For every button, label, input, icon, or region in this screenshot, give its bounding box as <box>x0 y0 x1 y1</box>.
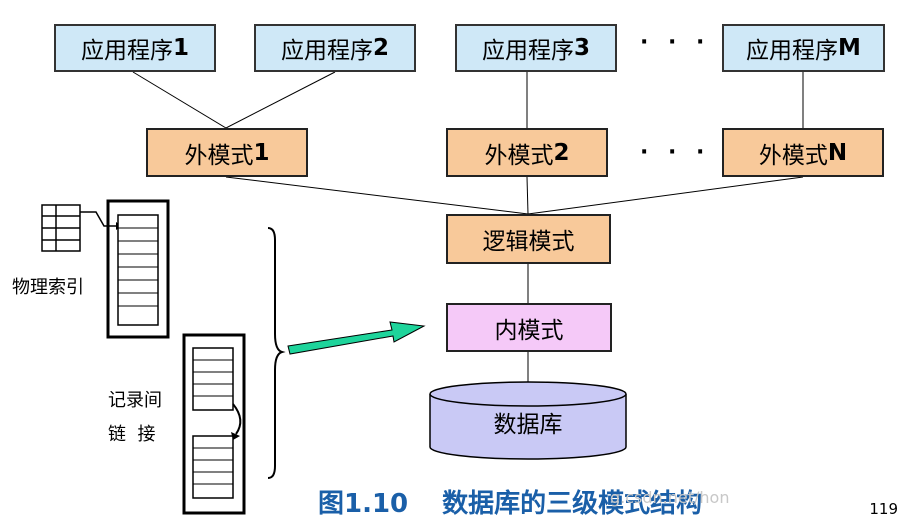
page-number: 119 <box>869 500 898 518</box>
application-3-label: 应用程序 <box>481 38 574 64</box>
grouping-brace <box>267 227 286 479</box>
database-label: 数据库 <box>493 412 563 438</box>
application-2-number: 2 <box>372 35 389 61</box>
application-m-label: 应用程序 <box>746 38 839 64</box>
indexed-storage-block <box>106 199 170 339</box>
applications-ellipsis: · · · <box>640 30 711 55</box>
connector-app1-ext1 <box>132 71 227 129</box>
connector-extN-logical <box>527 176 804 215</box>
application-1-label: 应用程序 <box>80 38 173 64</box>
figure-caption: 图1.10 数据库的三级模式结构 <box>318 483 702 520</box>
application-m-number: M <box>838 35 861 61</box>
index-pointer-arrow <box>80 211 116 227</box>
external-schema-n-label: 外模式 <box>758 142 828 169</box>
record-link-label-line1: 记录间 <box>108 390 162 411</box>
database-cylinder <box>429 381 627 460</box>
external-schema-2-number: 2 <box>553 139 570 166</box>
external-schema-2-label: 外模式 <box>484 142 554 169</box>
application-1-number: 1 <box>172 35 189 61</box>
mapping-arrow <box>287 321 426 355</box>
connector-app2-ext1 <box>225 71 336 129</box>
internal-schema: 内模式 <box>446 303 612 352</box>
physical-index-label: 物理索引 <box>12 277 84 298</box>
external-schema-1-label: 外模式 <box>184 142 254 169</box>
figure-title: 数据库的三级模式结构 <box>442 489 703 519</box>
linked-records-block <box>182 333 246 515</box>
connector-ext2-logical <box>526 176 529 215</box>
application-3-number: 3 <box>573 35 590 61</box>
application-2-label: 应用程序 <box>280 38 373 64</box>
figure-number: 图1.10 <box>318 489 409 519</box>
logical-schema: 逻辑模式 <box>446 214 611 264</box>
connector-ext1-logical <box>225 176 529 215</box>
internal-schema-label: 内模式 <box>494 317 564 344</box>
record-link-label-line2: 链 接 <box>108 424 156 445</box>
external-schemas-ellipsis: · · · <box>640 140 711 165</box>
index-grid-icon <box>41 204 81 252</box>
logical-schema-label: 逻辑模式 <box>482 229 575 255</box>
watermark-text: g.csdn.net/hon <box>610 488 730 507</box>
external-schema-1-number: 1 <box>253 139 270 166</box>
record-link-arrowhead <box>231 432 240 440</box>
external-schema-n-number: N <box>827 139 848 166</box>
